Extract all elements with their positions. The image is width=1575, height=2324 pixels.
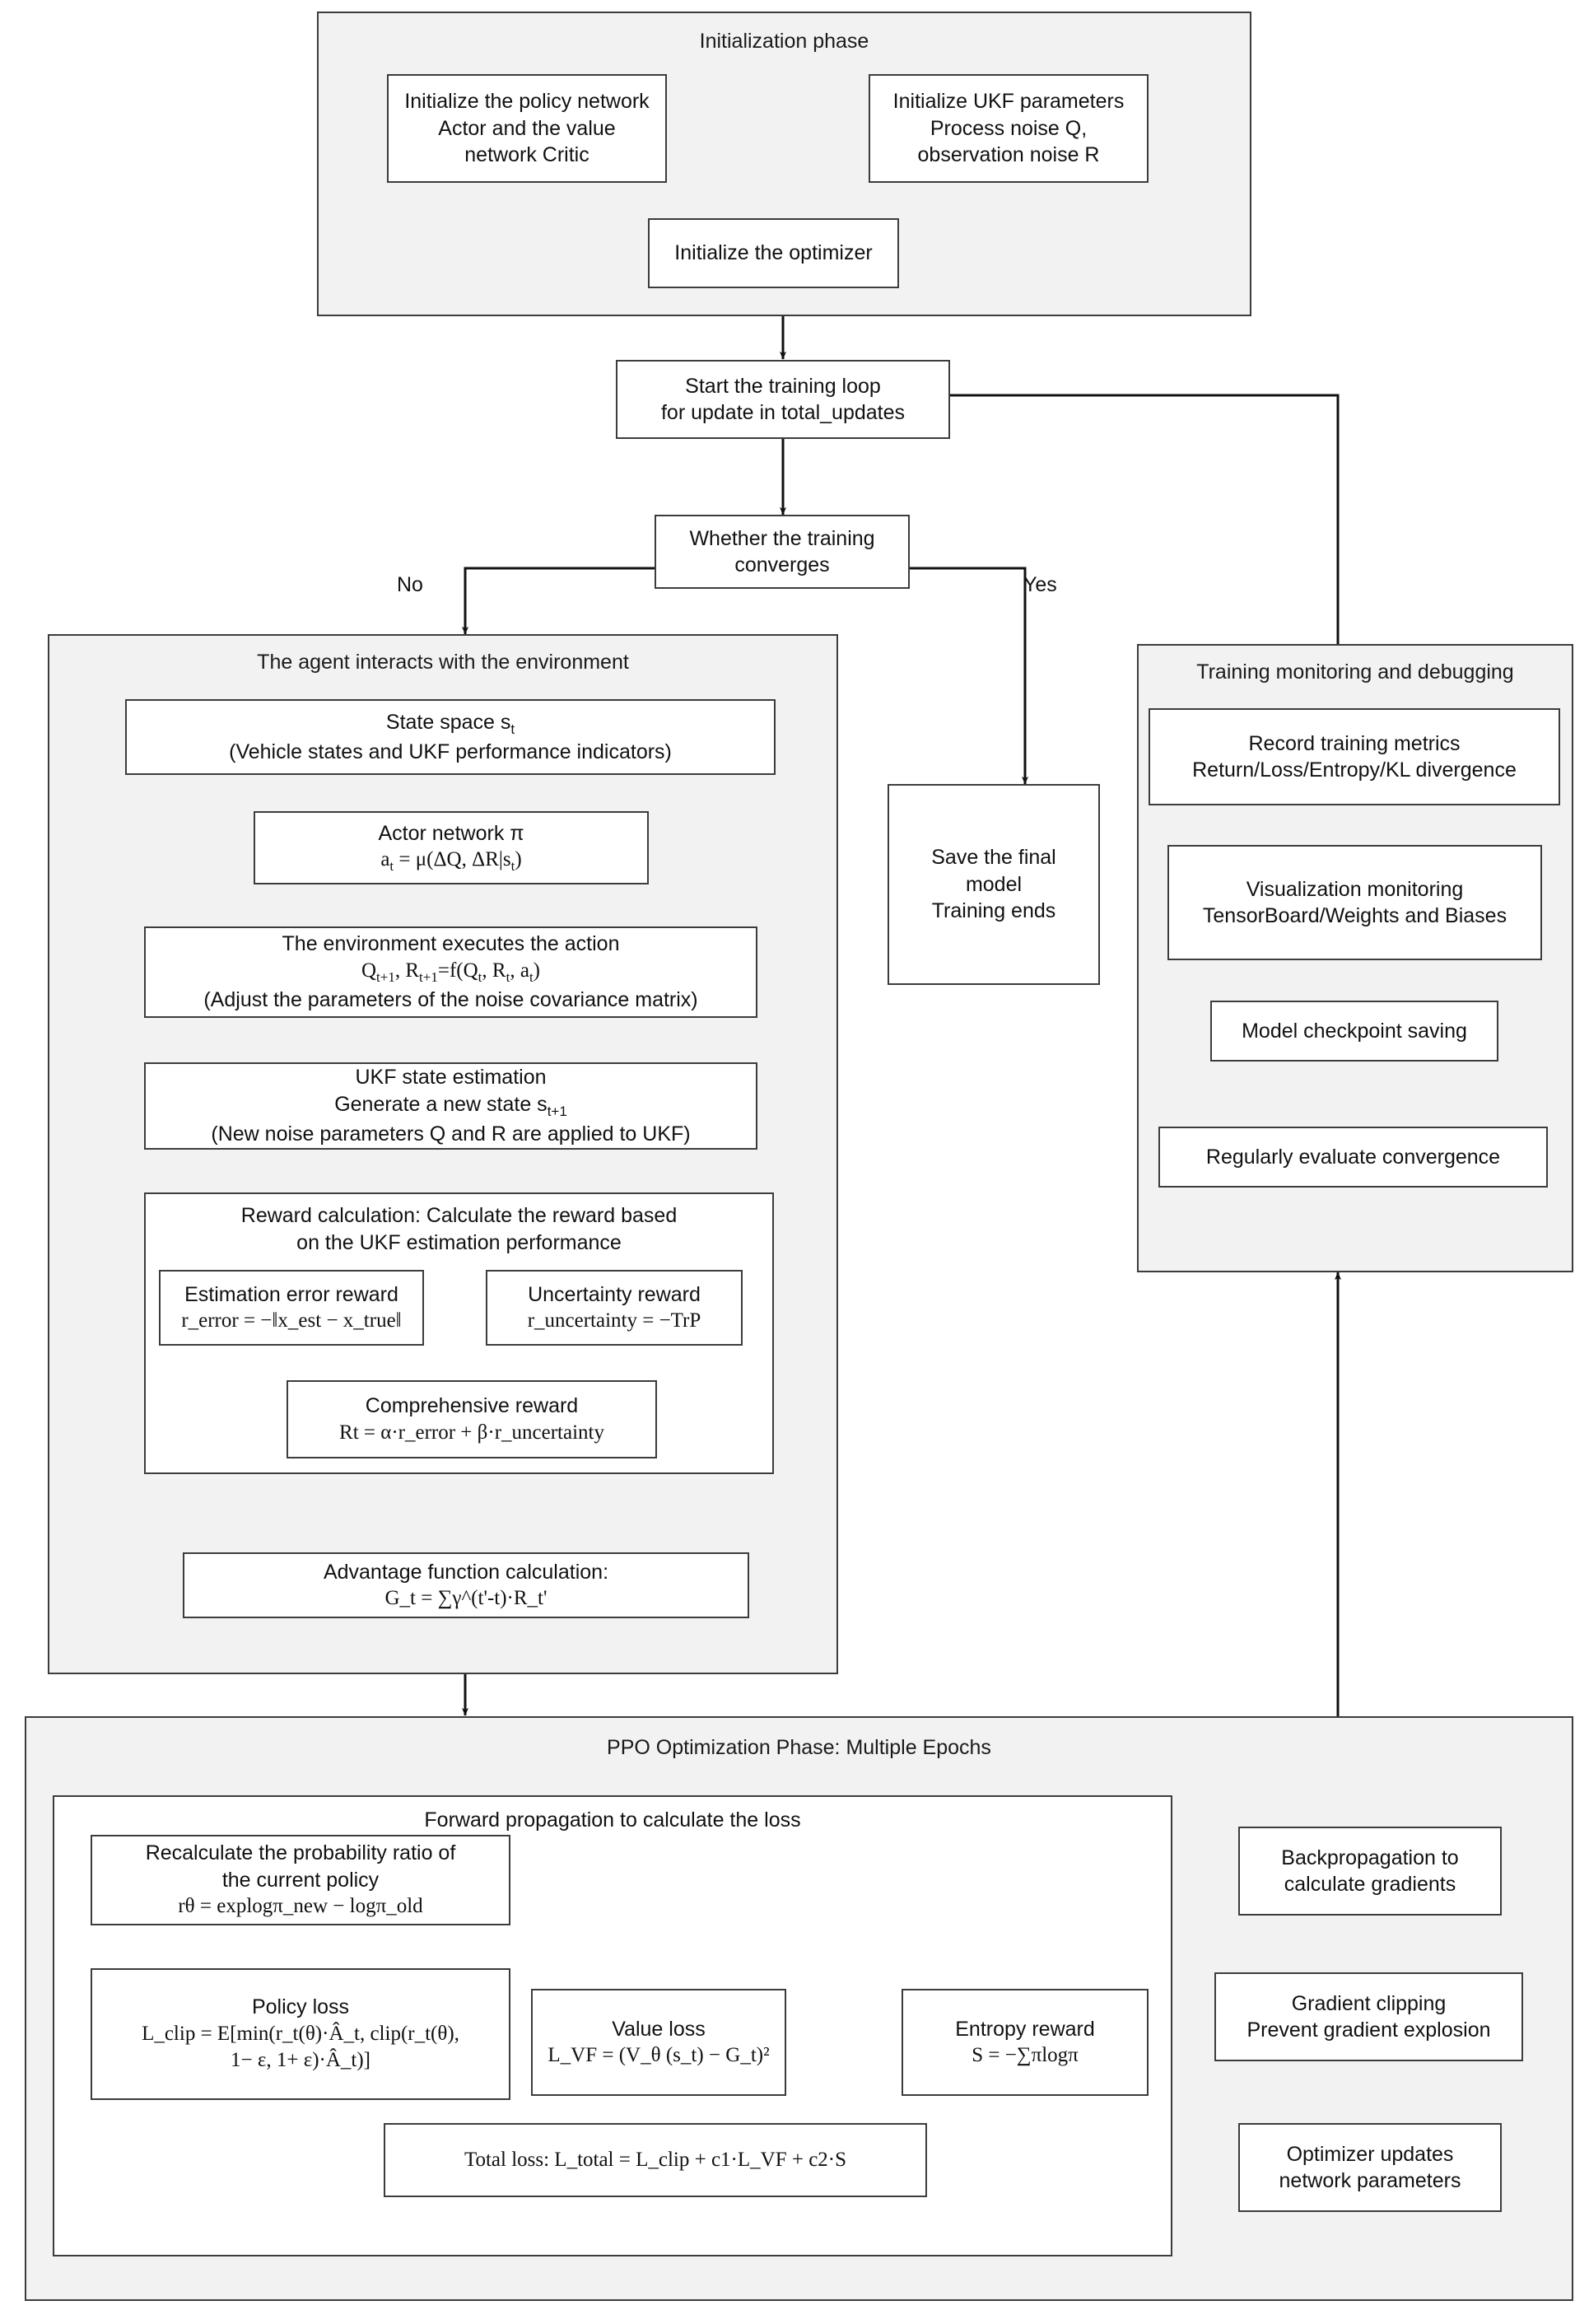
- group-initialization-title: Initialization phase: [699, 30, 869, 53]
- save-model-line1: Save the final: [931, 846, 1056, 870]
- edge-label-yes: Yes: [1023, 573, 1057, 596]
- node-ukf-state-estimation[interactable]: UKF state estimation Generate a new stat…: [144, 1062, 757, 1150]
- node-visualization-monitoring[interactable]: Visualization monitoring TensorBoard/Wei…: [1167, 845, 1542, 960]
- visualization-line2: TensorBoard/Weights and Biases: [1202, 904, 1507, 927]
- ukf-est-line3: (New noise parameters Q and R are applie…: [211, 1122, 691, 1146]
- save-model-line3: Training ends: [931, 899, 1056, 923]
- grad-clip-line1: Gradient clipping: [1291, 1991, 1447, 2015]
- advantage-line2: G_t = ∑γ^(t'-t)·R_t': [384, 1587, 548, 1609]
- init-ukf-line2: Process noise Q,: [930, 116, 1088, 140]
- backprop-line2: calculate gradients: [1284, 1873, 1456, 1896]
- node-backpropagation[interactable]: Backpropagation to calculate gradients: [1238, 1827, 1502, 1916]
- policy-loss-line3: 1− ε, 1+ ε)·Â_t)]: [231, 2049, 370, 2072]
- uncertainty-line1: Uncertainty reward: [528, 1282, 701, 1306]
- env-exec-line3: (Adjust the parameters of the noise cova…: [203, 988, 698, 1012]
- init-ukf-line1: Initialize UKF parameters: [892, 90, 1125, 114]
- node-recalculate-probability-ratio[interactable]: Recalculate the probability ratio of the…: [91, 1835, 510, 1925]
- node-policy-loss[interactable]: Policy loss L_clip = E[min(r_t(θ)·Â_t, c…: [91, 1968, 510, 2100]
- prob-ratio-line2: the current policy: [221, 1868, 380, 1892]
- group-agent-environment-title: The agent interacts with the environment: [257, 651, 629, 674]
- prob-ratio-line1: Recalculate the probability ratio of: [145, 1841, 456, 1865]
- init-optimizer-label: Initialize the optimizer: [674, 241, 873, 265]
- total-loss-label: Total loss: L_total = L_clip + c1·L_VF +…: [464, 2148, 847, 2171]
- init-policy-line1: Initialize the policy network: [404, 90, 650, 114]
- group-training-monitoring-title: Training monitoring and debugging: [1196, 660, 1514, 684]
- converge-line1: Whether the training: [689, 526, 875, 550]
- node-gradient-clipping[interactable]: Gradient clipping Prevent gradient explo…: [1214, 1972, 1523, 2061]
- comprehensive-line2: Rt = α·r_error + β·r_uncertainty: [339, 1421, 604, 1444]
- visualization-line1: Visualization monitoring: [1246, 877, 1464, 901]
- edge-label-no: No: [397, 573, 423, 596]
- node-actor-network[interactable]: Actor network π at = μ(ΔQ, ΔR|st): [254, 811, 649, 884]
- evaluate-convergence-label: Regularly evaluate convergence: [1205, 1145, 1501, 1169]
- init-ukf-line3: observation noise R: [917, 143, 1100, 167]
- checkpoint-label: Model checkpoint saving: [1242, 1019, 1467, 1043]
- advantage-line1: Advantage function calculation:: [323, 1560, 609, 1584]
- node-model-checkpoint-saving[interactable]: Model checkpoint saving: [1210, 1001, 1498, 1062]
- value-loss-line2: L_VF = (V_θ (s_t) − G_t)²: [548, 2044, 770, 2066]
- grad-clip-line2: Prevent gradient explosion: [1246, 2018, 1491, 2042]
- node-convergence-decision[interactable]: Whether the training converges: [655, 515, 910, 589]
- entropy-reward-line1: Entropy reward: [955, 2017, 1095, 2041]
- est-error-line1: Estimation error reward: [184, 1282, 398, 1306]
- node-advantage-function[interactable]: Advantage function calculation: G_t = ∑γ…: [183, 1552, 749, 1618]
- group-agent-environment: The agent interacts with the environment: [48, 634, 838, 1674]
- optimizer-update-line1: Optimizer updates: [1286, 2142, 1454, 2166]
- backprop-line1: Backpropagation to: [1281, 1846, 1459, 1869]
- policy-loss-line2: L_clip = E[min(r_t(θ)·Â_t, clip(r_t(θ),: [142, 2022, 459, 2045]
- node-estimation-error-reward[interactable]: Estimation error reward r_error = −‖x_es…: [159, 1270, 424, 1346]
- start-loop-line2: for update in total_updates: [660, 401, 906, 424]
- node-value-loss[interactable]: Value loss L_VF = (V_θ (s_t) − G_t)²: [531, 1989, 786, 2096]
- node-total-loss[interactable]: Total loss: L_total = L_clip + c1·L_VF +…: [384, 2123, 927, 2197]
- ukf-est-line1: UKF state estimation: [355, 1066, 547, 1090]
- node-optimizer-updates[interactable]: Optimizer updates network parameters: [1238, 2123, 1502, 2212]
- start-loop-line1: Start the training loop: [685, 374, 881, 398]
- state-space-sub1: t: [510, 721, 515, 737]
- node-init-ukf-parameters[interactable]: Initialize UKF parameters Process noise …: [869, 74, 1149, 183]
- node-init-optimizer[interactable]: Initialize the optimizer: [648, 218, 899, 288]
- node-init-policy-network[interactable]: Initialize the policy network Actor and …: [387, 74, 667, 183]
- node-environment-executes-action[interactable]: The environment executes the action Qt+1…: [144, 926, 757, 1018]
- forward-propagation-title: Forward propagation to calculate the los…: [424, 1808, 801, 1832]
- actor-a: a: [380, 848, 390, 871]
- optimizer-update-line2: network parameters: [1279, 2169, 1461, 2192]
- reward-calc-title-line1: Reward calculation: Calculate the reward…: [240, 1204, 678, 1227]
- node-state-space[interactable]: State space st (Vehicle states and UKF p…: [125, 699, 776, 775]
- node-entropy-reward-box[interactable]: Entropy reward S = −∑πlogπ: [902, 1989, 1149, 2096]
- state-space-line2: (Vehicle states and UKF performance indi…: [229, 740, 672, 763]
- reward-calc-title-line2: on the UKF estimation performance: [296, 1230, 622, 1254]
- init-policy-line2: Actor and the value: [438, 116, 616, 140]
- save-model-line2: model: [965, 872, 1023, 896]
- node-comprehensive-reward[interactable]: Comprehensive reward Rt = α·r_error + β·…: [287, 1380, 657, 1458]
- value-loss-line1: Value loss: [612, 2017, 706, 2041]
- converge-line2: converges: [734, 553, 830, 576]
- node-save-final-model[interactable]: Save the final model Training ends: [888, 784, 1100, 985]
- prob-ratio-line3: rθ = explogπ_new − logπ_old: [178, 1895, 423, 1918]
- state-space-line1: State space s: [385, 710, 511, 734]
- node-record-training-metrics[interactable]: Record training metrics Return/Loss/Entr…: [1149, 708, 1560, 805]
- est-error-line2: r_error = −‖x_est − x_true‖: [181, 1309, 402, 1332]
- node-start-training-loop[interactable]: Start the training loop for update in to…: [616, 360, 950, 439]
- uncertainty-line2: r_uncertainty = −TrP: [527, 1309, 701, 1332]
- env-exec-line1: The environment executes the action: [282, 932, 620, 956]
- group-ppo-optimization-title: PPO Optimization Phase: Multiple Epochs: [607, 1736, 991, 1759]
- record-metrics-line2: Return/Loss/Entropy/KL divergence: [1192, 758, 1517, 782]
- comprehensive-line1: Comprehensive reward: [365, 1394, 579, 1417]
- node-regularly-evaluate-convergence[interactable]: Regularly evaluate convergence: [1158, 1127, 1548, 1188]
- actor-network-line1: Actor network π: [378, 821, 524, 845]
- policy-loss-line1: Policy loss: [251, 1995, 350, 2019]
- init-policy-line3: network Critic: [464, 143, 589, 167]
- node-uncertainty-reward[interactable]: Uncertainty reward r_uncertainty = −TrP: [486, 1270, 743, 1346]
- record-metrics-line1: Record training metrics: [1248, 731, 1461, 755]
- entropy-reward-line2: S = −∑πlogπ: [972, 2044, 1079, 2066]
